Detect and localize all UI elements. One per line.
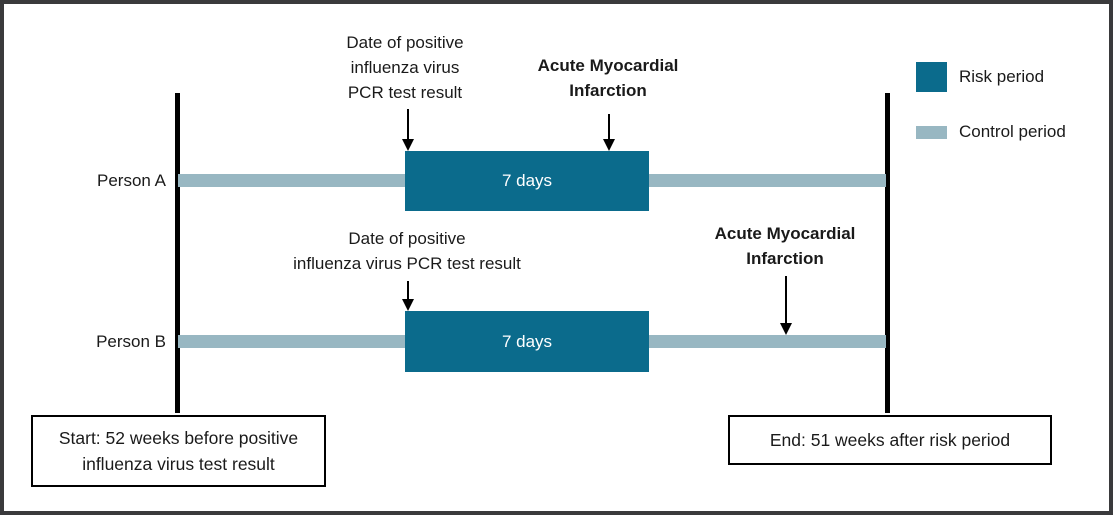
annotation-person-a-ami: Acute Myocardial Infarction bbox=[538, 53, 679, 103]
annotation-person-b-ami: Acute Myocardial Infarction bbox=[715, 221, 856, 271]
person-b-risk-duration: 7 days bbox=[501, 331, 553, 351]
end-definition-box: End: 51 weeks after risk period bbox=[728, 415, 1052, 465]
annotation-person-b-pcr-date: Date of positive influenza virus PCR tes… bbox=[293, 226, 521, 276]
annotation-line: influenza virus bbox=[350, 58, 460, 77]
arrow-shaft bbox=[406, 109, 409, 139]
arrow-head bbox=[401, 139, 414, 151]
arrow-shaft bbox=[607, 114, 610, 139]
annotation-line: Infarction bbox=[746, 249, 824, 268]
annotation-line: Date of positive bbox=[348, 229, 466, 248]
arrow-down-icon bbox=[779, 276, 792, 335]
annotation-person-a-pcr-date: Date of positive influenza virus PCR tes… bbox=[346, 30, 463, 105]
arrow-down-icon bbox=[401, 281, 414, 311]
end-definition-label: End: 51 weeks after risk period bbox=[769, 430, 1011, 450]
start-definition-line: influenza virus test result bbox=[82, 454, 275, 474]
arrow-down-icon bbox=[401, 109, 414, 151]
arrow-head bbox=[401, 299, 414, 311]
annotation-line: Infarction bbox=[569, 81, 647, 100]
person-a-risk-period-box: 7 days bbox=[405, 151, 649, 211]
observation-start-line bbox=[175, 93, 180, 413]
arrow-shaft bbox=[406, 281, 409, 299]
annotation-line: PCR test result bbox=[347, 83, 463, 102]
legend-control-period: Control period bbox=[916, 122, 1066, 142]
person-b-risk-period-box: 7 days bbox=[405, 311, 649, 372]
annotation-line: Acute Myocardial bbox=[714, 224, 856, 243]
arrow-head bbox=[602, 139, 615, 151]
start-definition-box: Start: 52 weeks before positive influenz… bbox=[31, 415, 326, 487]
observation-end-line bbox=[885, 93, 890, 413]
start-definition-line: Start: 52 weeks before positive bbox=[58, 428, 299, 448]
control-period-swatch-icon bbox=[916, 125, 947, 139]
arrow-head bbox=[779, 323, 792, 335]
legend-risk-period: Risk period bbox=[916, 62, 1044, 92]
legend-risk-label: Risk period bbox=[959, 67, 1045, 86]
person-b-label: Person B bbox=[96, 332, 166, 351]
legend-control-label: Control period bbox=[959, 122, 1066, 141]
risk-period-swatch-icon bbox=[916, 62, 947, 92]
arrow-down-icon bbox=[602, 114, 615, 151]
person-a-label: Person A bbox=[97, 171, 166, 190]
annotation-line: Acute Myocardial bbox=[537, 56, 679, 75]
annotation-line: Date of positive bbox=[346, 33, 464, 52]
annotation-line: influenza virus PCR test result bbox=[293, 254, 521, 273]
person-a-risk-duration: 7 days bbox=[501, 171, 553, 190]
arrow-shaft bbox=[784, 276, 787, 323]
